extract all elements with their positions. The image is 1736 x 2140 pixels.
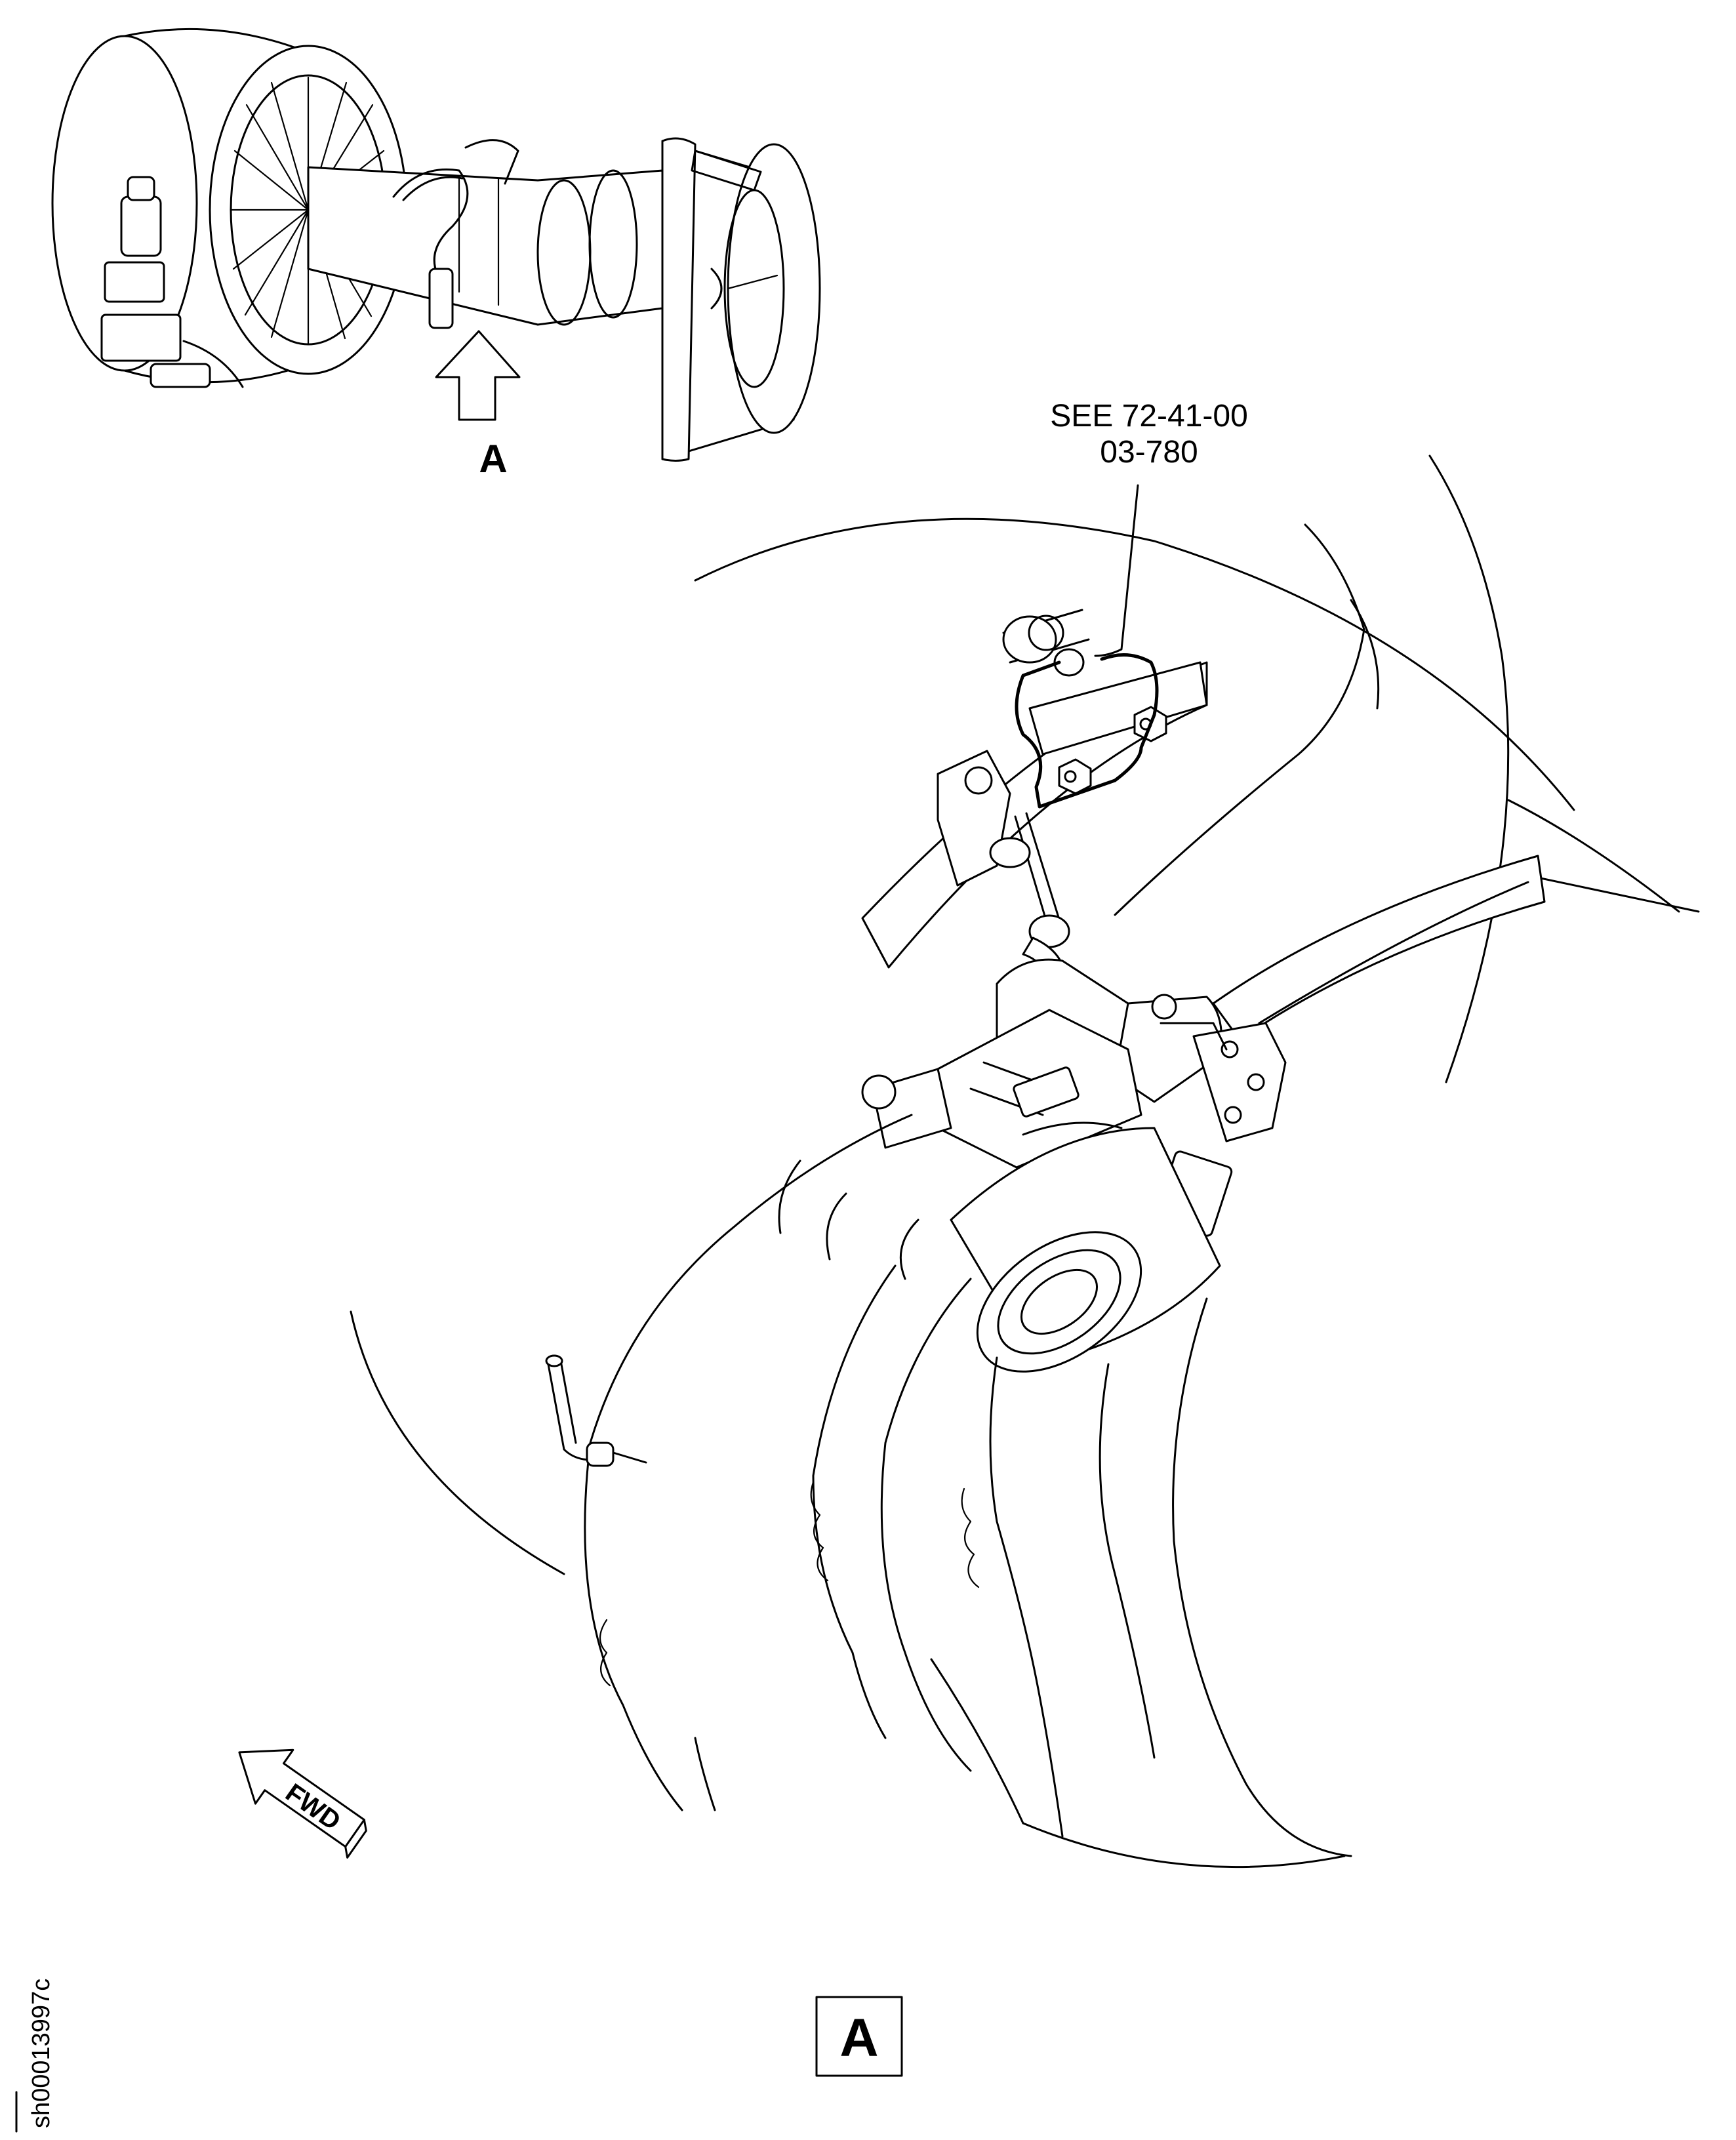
- callout-leader: [1094, 484, 1139, 657]
- callout-reference: SEE 72-41-00 03-780: [1050, 399, 1248, 470]
- view-title-box: [815, 1996, 903, 2077]
- engine-locator-view: [51, 28, 821, 462]
- view-a-locator-arrow: A: [435, 330, 521, 481]
- sheet-id: sh00013997c: [15, 1979, 55, 2133]
- callout-reference-line2: 03-780: [1100, 435, 1198, 470]
- callout-outline: [1015, 653, 1159, 809]
- view-title: A: [815, 1996, 903, 2077]
- view-a-arrow-label: A: [479, 437, 507, 481]
- callout-reference-line1: SEE 72-41-00: [1050, 399, 1248, 434]
- detail-view-a: [350, 454, 1700, 1868]
- sheet-id-label: sh00013997c: [28, 1979, 55, 2128]
- view-title-label: A: [839, 2008, 878, 2068]
- fwd-arrow: FWD: [238, 1748, 367, 1859]
